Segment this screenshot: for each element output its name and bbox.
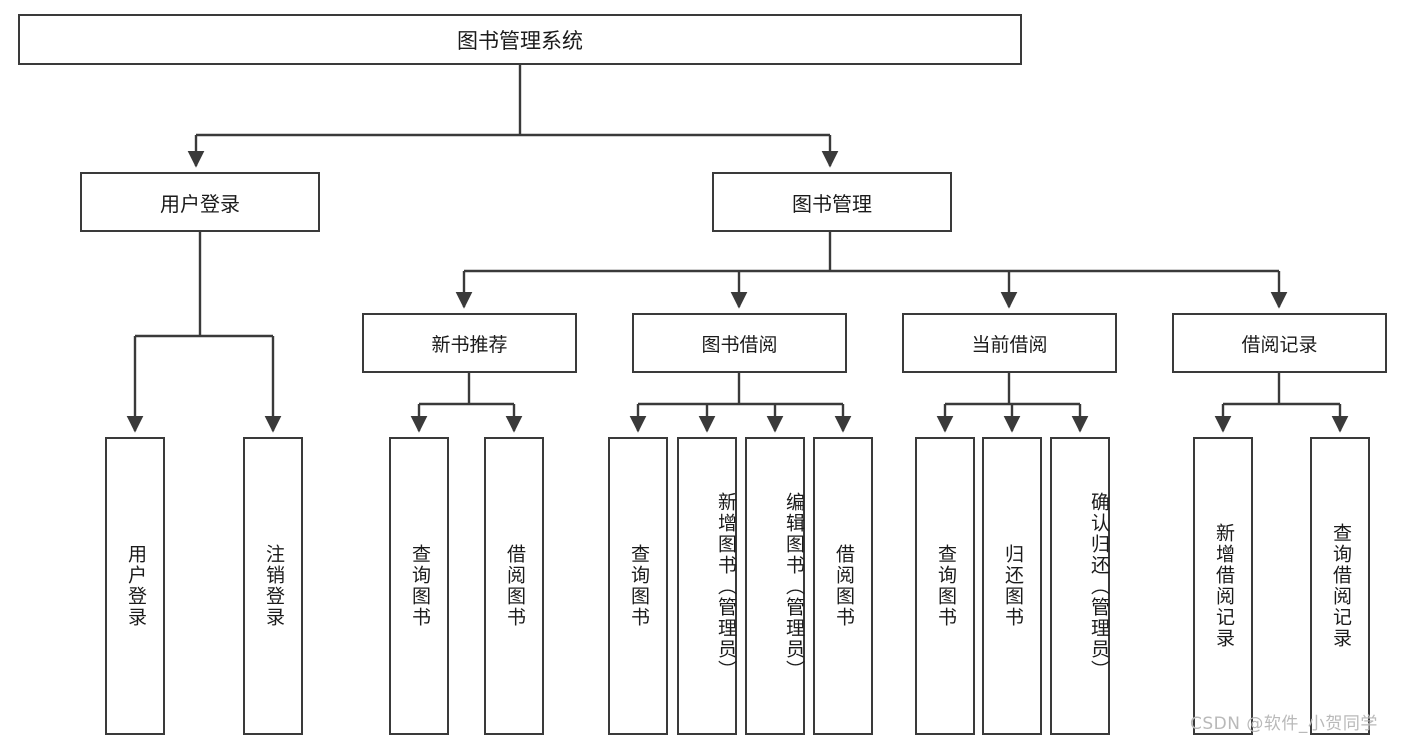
leaf-user-login-login[interactable]: 用户登录 — [105, 437, 165, 735]
node-borrow-records[interactable]: 借阅记录 — [1172, 313, 1387, 373]
node-book-management[interactable]: 图书管理 — [712, 172, 952, 232]
leaf-current-borrow-query-book[interactable]: 查询图书 — [915, 437, 975, 735]
leaf-borrow-records-add-record[interactable]: 新增借阅记录 — [1193, 437, 1253, 735]
node-book-borrow[interactable]: 图书借阅 — [632, 313, 847, 373]
leaf-new-book-borrow-book[interactable]: 借阅图书 — [484, 437, 544, 735]
node-user-login[interactable]: 用户登录 — [80, 172, 320, 232]
leaf-current-borrow-return-book[interactable]: 归还图书 — [982, 437, 1042, 735]
leaf-current-borrow-confirm-return-admin[interactable]: 确认归还（管理员） — [1050, 437, 1110, 735]
leaf-book-borrow-borrow-book[interactable]: 借阅图书 — [813, 437, 873, 735]
node-current-borrow[interactable]: 当前借阅 — [902, 313, 1117, 373]
leaf-new-book-query-book[interactable]: 查询图书 — [389, 437, 449, 735]
leaf-book-borrow-query-book[interactable]: 查询图书 — [608, 437, 668, 735]
leaf-book-borrow-edit-book-admin[interactable]: 编辑图书（管理员） — [745, 437, 805, 735]
leaf-book-borrow-add-book-admin[interactable]: 新增图书（管理员） — [677, 437, 737, 735]
leaf-borrow-records-query-record[interactable]: 查询借阅记录 — [1310, 437, 1370, 735]
leaf-user-login-logout[interactable]: 注销登录 — [243, 437, 303, 735]
node-root-book-management-system[interactable]: 图书管理系统 — [18, 14, 1022, 65]
node-new-book-recommend[interactable]: 新书推荐 — [362, 313, 577, 373]
